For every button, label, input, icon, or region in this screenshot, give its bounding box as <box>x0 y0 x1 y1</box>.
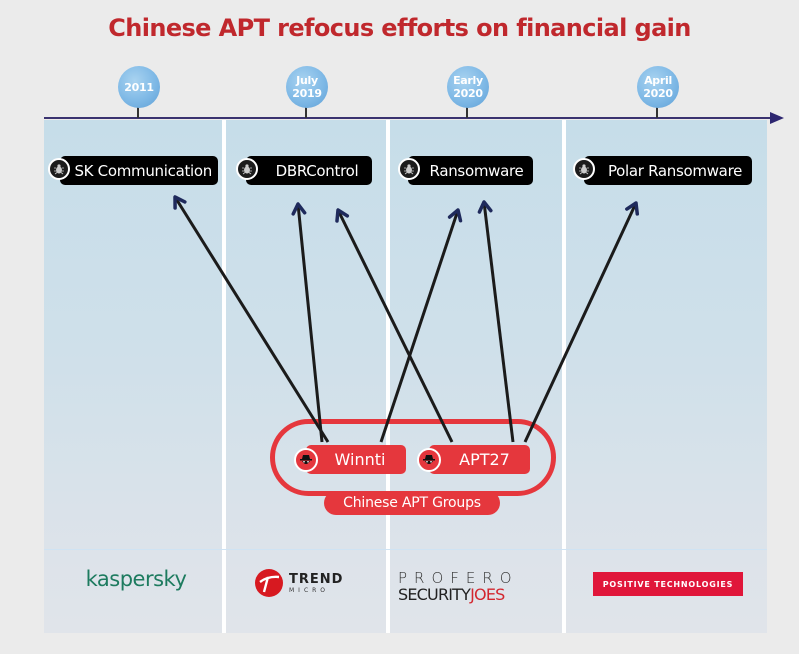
arrow-apt27-to-dbrcontrol <box>336 209 454 443</box>
arrow-winnti-to-sk-communication <box>173 196 330 443</box>
trend-micro-logo: TREND MICRO <box>254 568 343 598</box>
hacker-icon <box>294 448 318 472</box>
page-title: Chinese APT refocus efforts on financial… <box>108 14 691 42</box>
arrow-apt27-to-polar-ransomware <box>523 202 638 443</box>
timeline-marker-april-2020: April 2020 <box>637 66 679 108</box>
arrowhead-icon <box>335 208 350 223</box>
logo-divider-line <box>44 549 767 550</box>
apt-group-name: Winnti <box>334 450 386 469</box>
arrowhead-icon <box>173 195 187 210</box>
column-divider <box>562 120 566 633</box>
apt-groups-label: Chinese APT Groups <box>324 491 500 515</box>
target-sk-communication: SK Communication <box>60 156 218 185</box>
timeline-marker-line1: July <box>296 74 318 87</box>
bug-icon <box>236 158 258 180</box>
target-label: Polar Ransomware <box>607 161 743 180</box>
apt-group-winnti: Winnti <box>306 445 406 474</box>
apt-group-apt27: APT27 <box>429 445 530 474</box>
positive-technologies-logo: POSITIVE TECHNOLOGIES <box>593 572 743 596</box>
bug-icon <box>48 158 70 180</box>
timeline-pin <box>466 106 468 118</box>
timeline-marker-line1: 2011 <box>124 80 154 94</box>
arrow-apt27-to-ransomware <box>482 201 515 443</box>
hacker-icon <box>417 448 441 472</box>
target-label: Ransomware <box>429 161 524 180</box>
timeline-marker-line1: Early <box>453 74 483 87</box>
column-divider <box>222 120 226 633</box>
target-polar-ransomware: Polar Ransomware <box>584 156 752 185</box>
timeline-marker-2011: 2011 <box>118 66 160 108</box>
timeline-pin <box>137 106 139 118</box>
target-label: DBRControl <box>275 161 359 180</box>
profero-logo-text: PROFERO <box>398 569 519 587</box>
arrowhead-icon <box>447 208 463 223</box>
timeline-marker-line2: 2020 <box>643 87 673 100</box>
bug-icon <box>398 158 420 180</box>
column-april-2020 <box>566 120 767 633</box>
trend-logo-main: TREND <box>289 571 344 587</box>
kaspersky-logo: kaspersky <box>85 567 187 591</box>
arrowhead-icon <box>625 201 640 216</box>
security-logo-text: SECURITY <box>398 585 471 604</box>
timeline-arrowhead-icon <box>770 112 784 124</box>
joes-logo-text: JOES <box>470 585 505 604</box>
timeline-marker-july-2019: July 2019 <box>286 66 328 108</box>
arrowhead-icon <box>291 202 307 216</box>
column-divider <box>386 120 390 633</box>
timeline-pin <box>656 106 658 118</box>
timeline-marker-early-2020: Early 2020 <box>447 66 489 108</box>
profero-security-joes-logo: PROFERO SECURITYJOES <box>398 570 519 604</box>
bug-icon <box>573 158 595 180</box>
arrow-winnti-to-ransomware <box>379 209 460 443</box>
trend-micro-ball-icon <box>255 569 283 597</box>
timeline-marker-line2: 2019 <box>292 87 322 100</box>
timeline-axis <box>44 117 772 119</box>
target-label: SK Communication <box>74 161 212 180</box>
target-dbrcontrol: DBRControl <box>246 156 372 185</box>
column-july-2019 <box>226 120 386 633</box>
arrow-winnti-to-dbrcontrol <box>296 203 324 443</box>
target-ransomware: Ransomware <box>408 156 533 185</box>
timeline-marker-line1: April <box>644 74 672 87</box>
apt-group-name: APT27 <box>459 450 510 469</box>
arrowhead-icon <box>477 200 493 214</box>
timeline-marker-line2: 2020 <box>453 87 483 100</box>
column-2011 <box>44 120 222 633</box>
trend-logo-sub: MICRO <box>289 586 330 594</box>
timeline-pin <box>305 106 307 118</box>
